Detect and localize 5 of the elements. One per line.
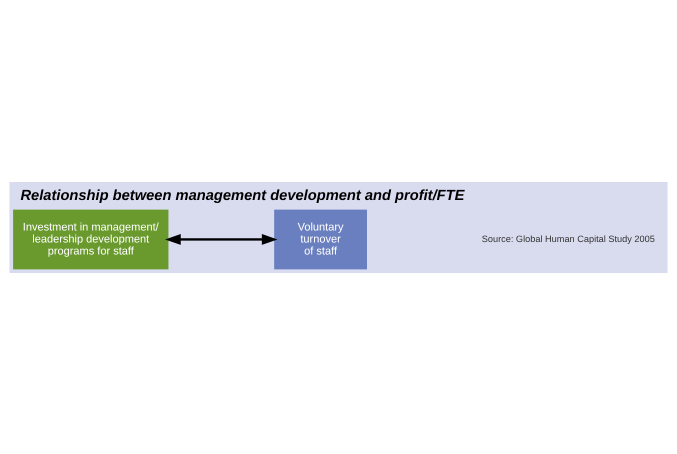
node-box: Investment in management/ leadership development programs for staff [13, 209, 168, 269]
label: Source: Global Human Capital Study 2005 [482, 233, 655, 244]
diagram-title: Relationship between management development and profit/FTE [20, 188, 464, 204]
arrow [165, 233, 278, 244]
node-box: Voluntary turnover of staff [274, 209, 367, 269]
